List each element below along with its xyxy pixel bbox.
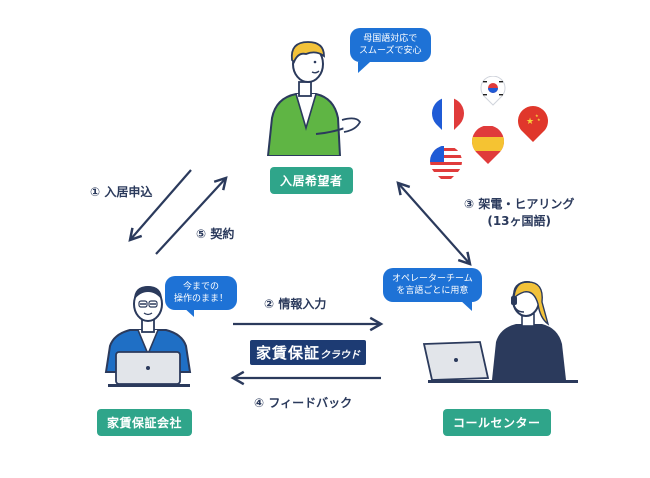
arrow-call-hearing bbox=[396, 181, 472, 266]
bubble-line: スムーズで安心 bbox=[359, 46, 422, 57]
china-flag-icon: ★ ★ ★ bbox=[518, 106, 548, 142]
applicant-label: 入居希望者 bbox=[270, 167, 353, 194]
usa-flag-icon bbox=[429, 146, 462, 185]
brand-main: 家賃保証 bbox=[256, 344, 321, 362]
france-flag-icon bbox=[431, 98, 464, 137]
bubble-line: を言語ごとに用意 bbox=[396, 286, 469, 297]
bubble-tail bbox=[358, 62, 370, 73]
svg-text:★: ★ bbox=[537, 117, 541, 122]
step-info-input-label: ② 情報入力 bbox=[264, 297, 327, 311]
svg-text:★: ★ bbox=[526, 117, 534, 127]
bubble-line: オペレーターチーム bbox=[392, 274, 473, 284]
step-contract-label: ⑤ 契約 bbox=[196, 227, 235, 241]
bubble-line: 母国語対応で bbox=[363, 34, 418, 44]
call-center-speech-bubble: オペレーターチーム を言語ごとに用意 bbox=[383, 268, 482, 303]
step-call-hearing-line1: ③ 架電・ヒアリング bbox=[464, 197, 575, 211]
step-apply-label: ① 入居申込 bbox=[90, 185, 153, 199]
guarantor-illustration bbox=[104, 286, 192, 387]
svg-text:★: ★ bbox=[535, 113, 539, 118]
brand-logo: 家賃保証クラウド bbox=[250, 340, 367, 365]
step-call-hearing-label: ③ 架電・ヒアリング (13ヶ国語) bbox=[464, 196, 574, 230]
step-feedback-label: ④ フィードバック bbox=[254, 396, 353, 410]
applicant-illustration bbox=[266, 41, 362, 156]
spain-flag-icon bbox=[471, 126, 504, 165]
applicant-speech-bubble: 母国語対応で スムーズで安心 bbox=[350, 28, 431, 63]
bubble-line: 今までの bbox=[183, 282, 220, 292]
call-center-label: コールセンター bbox=[443, 409, 551, 436]
guarantor-label: 家賃保証会社 bbox=[97, 409, 193, 436]
korea-flag-icon bbox=[480, 76, 506, 106]
step-call-hearing-line2: (13ヶ国語) bbox=[487, 213, 551, 228]
arrow-contract bbox=[155, 176, 228, 255]
guarantor-speech-bubble: 今までの 操作のまま！ bbox=[165, 276, 238, 311]
bubble-tail bbox=[460, 300, 472, 311]
arrow-apply bbox=[128, 169, 192, 242]
bubble-line: 操作のまま！ bbox=[174, 294, 229, 305]
call-center-illustration bbox=[422, 280, 578, 383]
brand-sub: クラウド bbox=[320, 350, 361, 361]
bubble-tail bbox=[182, 306, 194, 317]
